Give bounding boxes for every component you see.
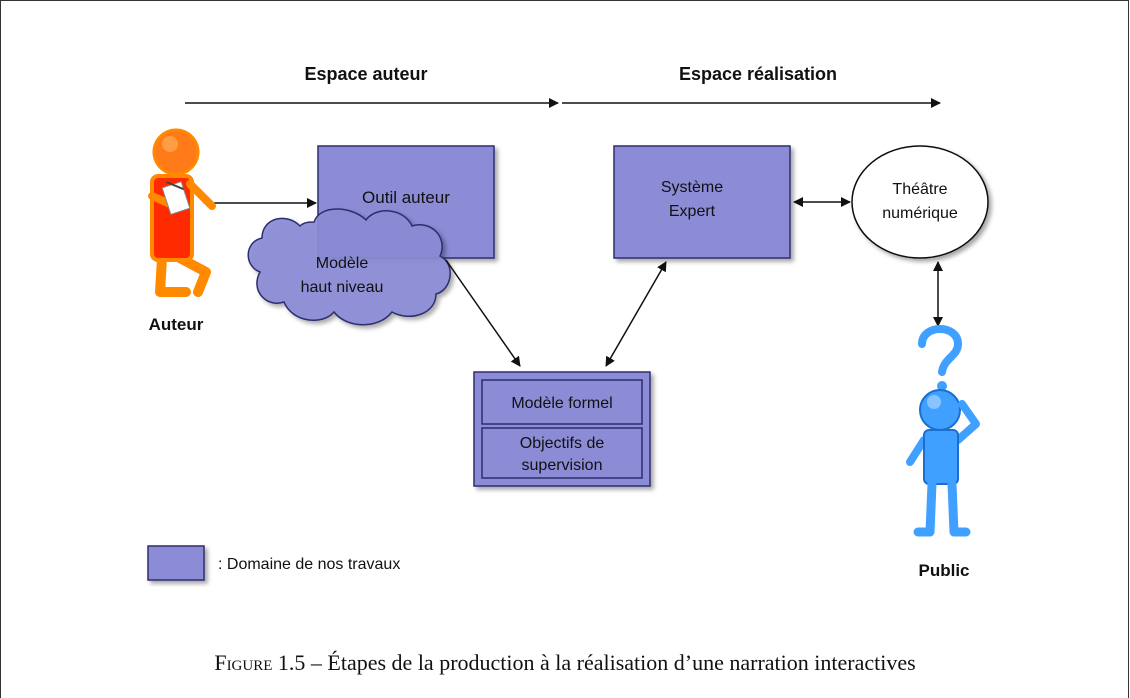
figure-caption: Figure 1.5 – Étapes de la production à l… [0, 650, 1130, 676]
space-author-label: Espace auteur [304, 64, 427, 84]
author-figure-icon [148, 128, 216, 297]
supervision-objectives-line2: supervision [522, 457, 603, 474]
author-label: Auteur [149, 315, 204, 334]
supervision-objectives-box [481, 427, 643, 479]
expert-system-line1: Système [661, 179, 723, 196]
digital-theatre-ellipse [851, 145, 989, 259]
tool-to-formal-arrow [445, 259, 521, 367]
expert-system-line2: Expert [669, 203, 716, 220]
legend-swatch [147, 545, 205, 581]
supervision-objectives-line1: Objectifs de [520, 435, 605, 452]
tool-label: Outil auteur [362, 188, 450, 207]
digital-theatre-line1: Théâtre [892, 181, 947, 198]
space-realisation-label: Espace réalisation [679, 64, 837, 84]
legend-text: : Domaine de nos travaux [218, 556, 400, 573]
caption-figure-word: Figure [214, 650, 273, 675]
formal-model-box [481, 379, 643, 425]
high-level-model-line2: haut niveau [301, 279, 384, 296]
digital-theatre-line2: numérique [882, 205, 958, 222]
high-level-model-line1: Modèle [316, 255, 369, 272]
formal-expert-arrow [605, 261, 667, 367]
formal-model-label: Modèle formel [511, 395, 612, 412]
expert-system-box [613, 145, 791, 259]
public-label: Public [918, 561, 969, 580]
public-figure-icon [906, 325, 980, 537]
high-level-model-cloud [247, 208, 451, 326]
caption-text: 1.5 – Étapes de la production à la réali… [277, 650, 916, 675]
